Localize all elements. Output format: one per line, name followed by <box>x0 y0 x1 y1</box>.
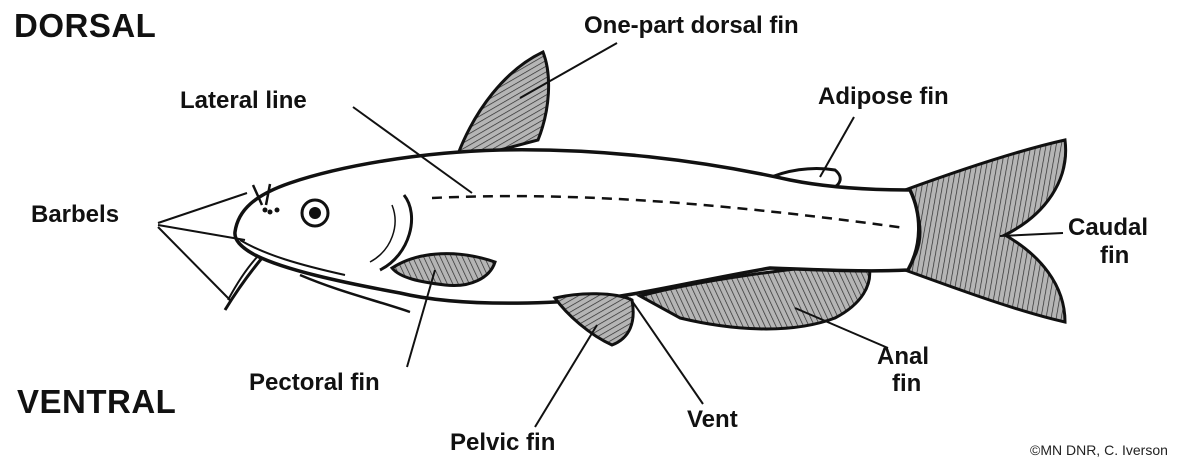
leader-adipose-fin <box>820 117 854 177</box>
label-anal-fin-line1: Anal <box>877 345 929 369</box>
leader-pelvic-fin <box>535 325 597 427</box>
leader-barbel-3 <box>158 227 230 300</box>
dorsal-orientation-label: DORSAL <box>14 9 156 42</box>
leader-barbel-1 <box>158 193 247 223</box>
label-caudal-fin-line1: Caudal <box>1068 216 1148 240</box>
label-pectoral-fin: Pectoral fin <box>249 371 380 395</box>
label-lateral-line: Lateral line <box>180 89 307 113</box>
label-barbels: Barbels <box>31 203 119 227</box>
leader-barbel-2 <box>158 225 245 240</box>
pelvic-fin <box>555 294 633 345</box>
label-caudal-fin-line2: fin <box>1100 244 1129 268</box>
label-pelvic-fin: Pelvic fin <box>450 431 555 455</box>
label-vent: Vent <box>687 408 738 432</box>
ventral-orientation-label: VENTRAL <box>17 385 176 418</box>
label-adipose-fin: Adipose fin <box>818 85 949 109</box>
dorsal-fin <box>458 52 549 154</box>
barbel-long <box>225 258 262 310</box>
label-anal-fin-line2: fin <box>892 372 921 396</box>
label-dorsal-fin: One-part dorsal fin <box>584 14 799 38</box>
image-credit: ©MN DNR, C. Iverson <box>1030 442 1168 458</box>
caudal-fin <box>905 140 1066 322</box>
